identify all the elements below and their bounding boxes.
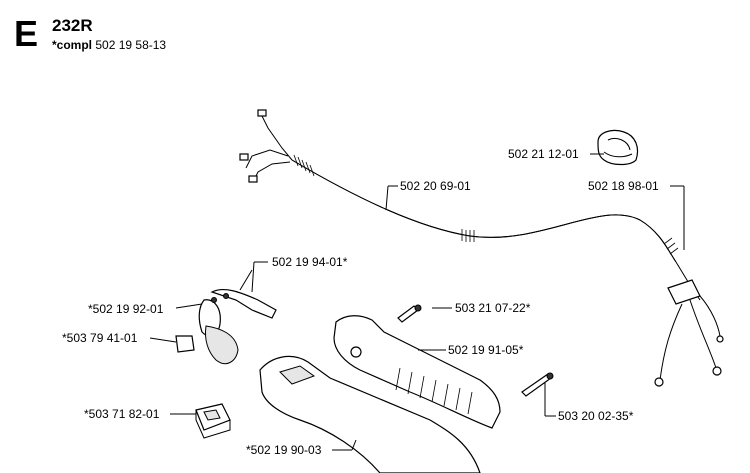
throttle-trigger-assembly bbox=[175, 269, 277, 365]
callout-503-21-07-22: 503 21 07-22* bbox=[455, 301, 531, 315]
callout-502-18-98-01: 502 18 98-01 bbox=[588, 179, 659, 193]
screw-lower bbox=[521, 372, 554, 397]
compl-number: 502 19 58-13 bbox=[95, 38, 167, 52]
screw-upper bbox=[397, 304, 422, 323]
callout-502-19-91-05: 502 19 91-05* bbox=[448, 343, 524, 357]
callout-502-19-94-01: 502 19 94-01* bbox=[272, 255, 348, 269]
callout-502-20-69-01: 502 20 69-01 bbox=[400, 179, 471, 193]
throttle-cable bbox=[239, 109, 724, 387]
callout-503-20-02-35: 503 20 02-35* bbox=[558, 409, 634, 423]
model-title: 232R bbox=[52, 16, 93, 35]
compl-prefix: *compl bbox=[52, 38, 93, 52]
section-letter: E bbox=[14, 13, 39, 54]
complete-assembly-number: *compl 502 19 58-13 bbox=[52, 38, 166, 52]
callout-503-71-82-01: *503 71 82-01 bbox=[84, 407, 160, 421]
handle-housing bbox=[259, 315, 501, 473]
cable-clip bbox=[597, 129, 639, 166]
callout-502-21-12-01: 502 21 12-01 bbox=[508, 147, 579, 161]
callout-503-79-41-01: *503 79 41-01 bbox=[62, 331, 138, 345]
callout-502-19-90-03: *502 19 90-03 bbox=[246, 443, 322, 457]
callout-502-19-92-01: *502 19 92-01 bbox=[88, 302, 164, 316]
leader-lines bbox=[149, 153, 685, 451]
stop-switch bbox=[195, 403, 231, 439]
